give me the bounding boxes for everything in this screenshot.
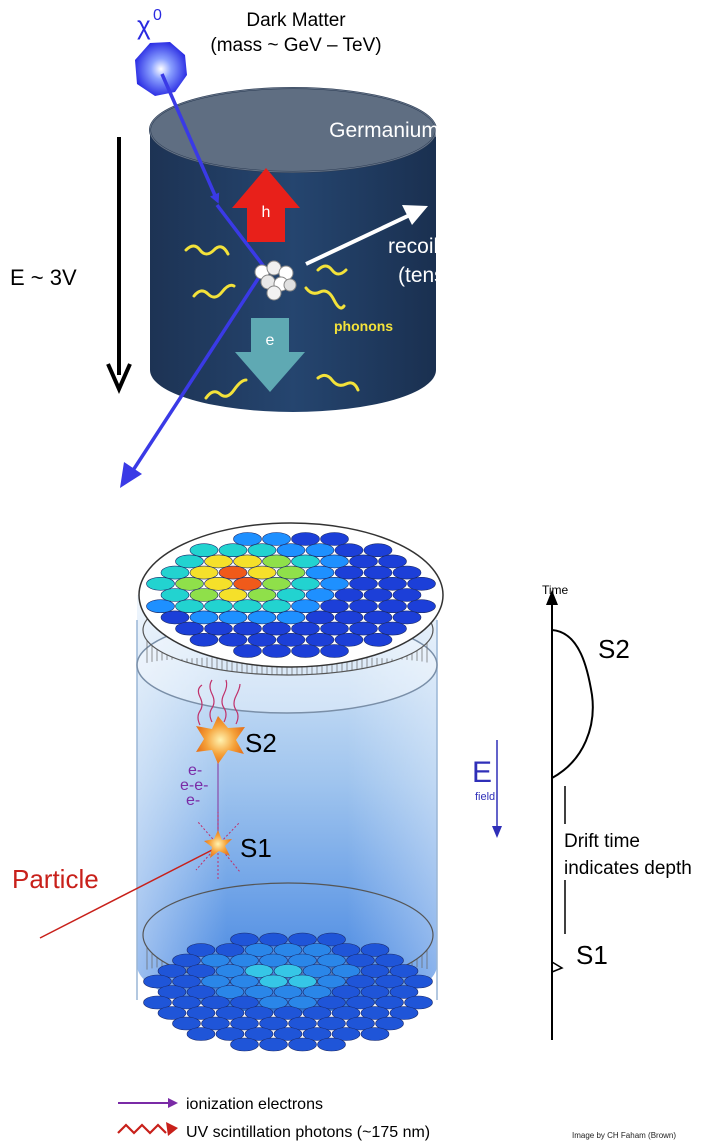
electron-arrow <box>235 318 305 392</box>
phonons-label: phonons <box>334 318 393 334</box>
s1-flash-icon <box>195 812 241 880</box>
s2-label: S2 <box>245 728 277 758</box>
efield-sub: field <box>475 791 495 803</box>
pulse-s2-label: S2 <box>598 634 630 664</box>
recoil-line-2: (tens of keV) <box>398 264 517 287</box>
bottom-pmt-array <box>143 932 433 1052</box>
s1-label: S1 <box>240 833 272 863</box>
particle-track <box>39 846 219 939</box>
legend-uv-squiggle-icon <box>117 1122 178 1136</box>
recoil-nucleus-icon <box>254 260 297 301</box>
wimp-particle-icon <box>135 42 187 96</box>
top-pmt-array <box>138 522 444 668</box>
phonon-squiggles <box>184 244 360 400</box>
particle-symbol: χ <box>137 10 151 40</box>
drift-line-1: Drift time <box>564 831 640 852</box>
time-axis-label: Time <box>542 583 569 597</box>
particle-label: Particle <box>12 864 99 894</box>
legend-uv: UV scintillation photons (~175 nm) <box>186 1124 430 1141</box>
field-label: E ~ 3V <box>10 265 77 290</box>
ionization-electrons-text: e- e-e- e- <box>180 762 208 809</box>
hole-arrow <box>232 168 300 242</box>
efield-arrow <box>492 740 502 838</box>
recoil-arrow <box>305 205 428 266</box>
s2-flash-icon <box>196 679 245 764</box>
s1-pulse-curve <box>551 961 564 973</box>
legend: ionization electrons UV scintillation ph… <box>117 1096 430 1141</box>
particle-superscript: 0 <box>153 7 162 24</box>
time-axis <box>546 590 558 1040</box>
recoil-line-1: recoil energy <box>388 235 509 258</box>
legend-ionization-arrow-icon <box>118 1098 178 1108</box>
svg-text:e-e-: e-e- <box>180 777 208 794</box>
svg-text:e-: e- <box>188 762 202 779</box>
svg-text:e-: e- <box>186 792 200 809</box>
trajectory-line <box>120 73 267 488</box>
detector-label: Germanium <box>329 119 439 142</box>
electron-label: e <box>266 332 275 349</box>
dark-matter-title: Dark Matter <box>246 10 346 31</box>
legend-ionization: ionization electrons <box>186 1096 323 1113</box>
drift-line-2: indicates depth <box>564 858 692 879</box>
image-credit: Image by CH Faham (Brown) <box>572 1131 676 1140</box>
efield-letter: E <box>472 756 492 789</box>
hole-label: h <box>262 204 271 221</box>
pulse-s1-label: S1 <box>576 940 608 970</box>
s2-pulse-curve <box>551 629 594 779</box>
dark-matter-mass: (mass ~ GeV – TeV) <box>210 35 381 56</box>
field-arrow <box>106 137 132 394</box>
